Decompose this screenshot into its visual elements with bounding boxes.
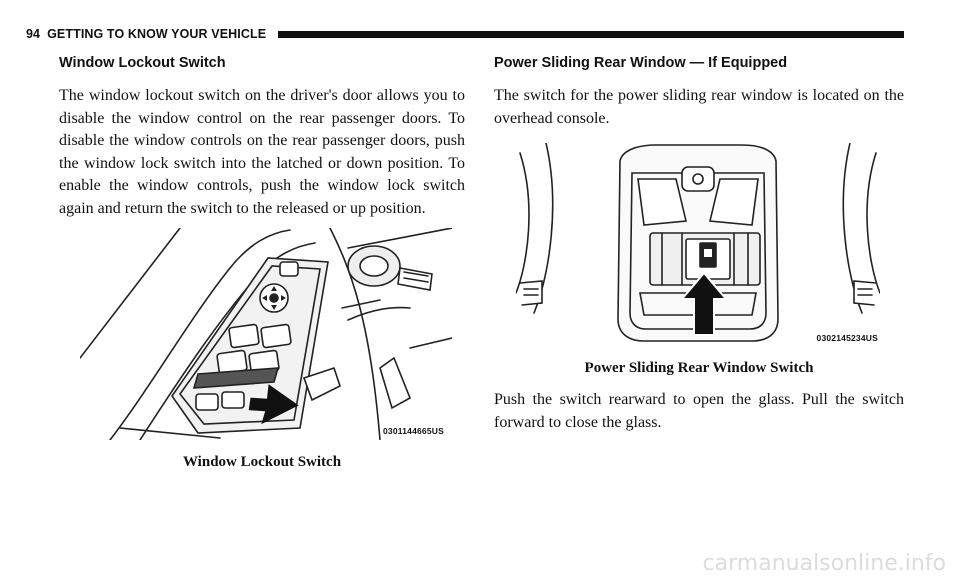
- window-lockout-paragraph: The window lockout switch on the driver'…: [59, 87, 465, 217]
- overhead-console-illustration: [516, 143, 880, 342]
- running-head: GETTING TO KNOW YOUR VEHICLE: [47, 27, 267, 41]
- page-header: 94 GETTING TO KNOW YOUR VEHICLE: [26, 26, 904, 42]
- window-lockout-illustration: [80, 228, 452, 440]
- power-sliding-window-paragraph-1: The switch for the power sliding rear wi…: [494, 87, 904, 127]
- watermark: carmanualsonline.info: [702, 551, 946, 576]
- window-lockout-heading: Window Lockout Switch: [59, 55, 226, 71]
- power-sliding-window-caption: Power Sliding Rear Window Switch: [584, 360, 814, 376]
- power-sliding-window-figure: 0302145234US: [516, 143, 880, 345]
- page-number: 94: [26, 27, 41, 41]
- power-sliding-window-paragraph-2: Push the switch rearward to open the gla…: [494, 391, 904, 431]
- power-sliding-window-heading: Power Sliding Rear Window — If Equipped: [494, 55, 788, 71]
- window-lockout-caption: Window Lockout Switch: [182, 454, 342, 470]
- window-lockout-figure-code: 0301144665US: [382, 426, 444, 436]
- window-lockout-figure: 0301144665US: [80, 228, 452, 440]
- header-rule: [278, 30, 904, 38]
- power-sliding-window-figure-code: 0302145234US: [816, 333, 878, 343]
